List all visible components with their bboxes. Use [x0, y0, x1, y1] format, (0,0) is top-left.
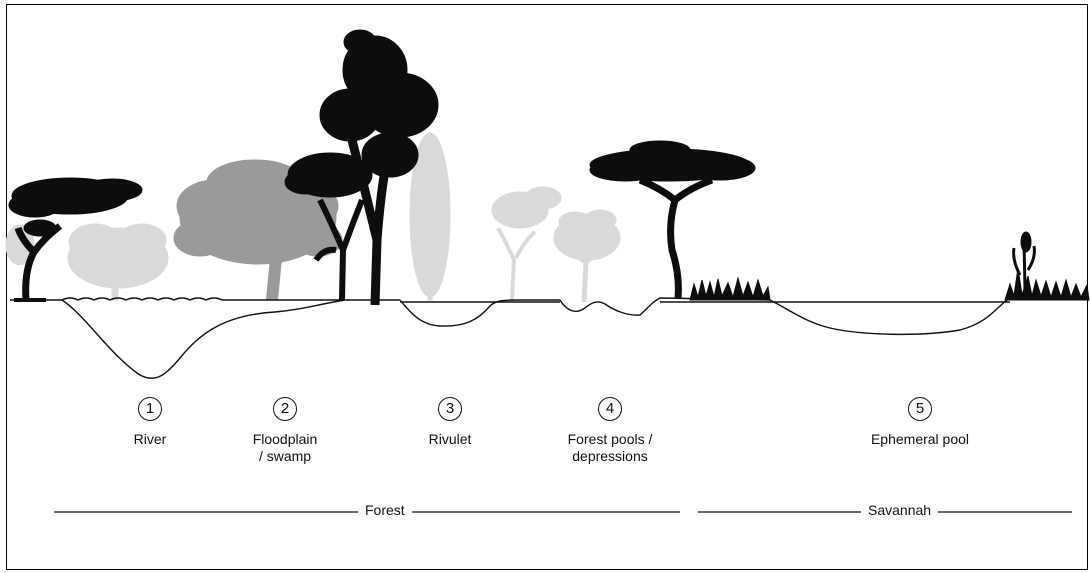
habitat-label-forest-pools: Forest pools / depressions	[567, 431, 653, 464]
habitat-ephemeral-pool: 5 Ephemeral pool	[840, 397, 1000, 448]
background-trees-light	[5, 132, 621, 303]
habitat-river: 1 River	[70, 397, 230, 448]
foreground-trees-dark	[8, 29, 1090, 306]
zone-label-savannah: Savannah	[861, 502, 939, 518]
habitat-number-5: 5	[908, 397, 932, 421]
habitat-label-rivulet: Rivulet	[428, 431, 472, 447]
habitat-rivulet: 3 Rivulet	[370, 397, 530, 448]
habitat-label-river: River	[133, 431, 167, 447]
habitat-number-3: 3	[438, 397, 462, 421]
zone-label-forest: Forest	[358, 502, 412, 518]
ground-profile	[10, 297, 1088, 379]
habitat-label-floodplain: Floodplain / swamp	[252, 431, 318, 464]
habitat-number-1: 1	[138, 397, 162, 421]
habitat-number-4: 4	[598, 397, 622, 421]
habitat-forest-pools: 4 Forest pools / depressions	[530, 397, 690, 465]
habitat-number-2: 2	[273, 397, 297, 421]
habitat-floodplain: 2 Floodplain / swamp	[205, 397, 365, 465]
habitat-label-ephemeral-pool: Ephemeral pool	[870, 431, 970, 447]
